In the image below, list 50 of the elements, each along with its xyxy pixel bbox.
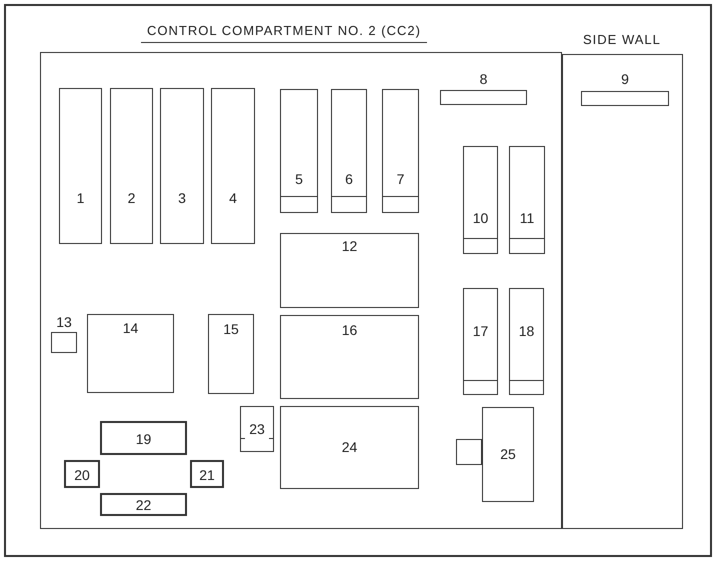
component-box: [160, 88, 204, 244]
component-box: [463, 288, 498, 395]
component-number: 6: [344, 171, 354, 187]
component-box: [64, 460, 100, 488]
component-box: [59, 88, 102, 244]
component-box: [280, 233, 419, 308]
component-box: [382, 89, 419, 213]
component-number: 11: [518, 210, 536, 226]
component-box: [190, 460, 224, 488]
component-box: [110, 88, 153, 244]
component-number: 1: [76, 190, 86, 206]
component-number: 12: [340, 238, 358, 254]
panel-heading: SIDE WALL: [583, 32, 661, 48]
component-box: [100, 493, 187, 516]
component-box: [100, 421, 187, 455]
component-number: 23: [248, 420, 266, 436]
component-number: 8: [478, 71, 488, 87]
component-number: 14: [122, 320, 140, 336]
component-box: [463, 146, 498, 254]
component-number: 21: [198, 466, 216, 482]
component-box: [240, 406, 274, 452]
component-number: 2: [126, 190, 136, 206]
component-box: [87, 314, 174, 393]
component-number: 25: [499, 446, 517, 462]
component-number: 4: [228, 190, 238, 206]
component-number: 7: [396, 171, 406, 187]
component-number: 13: [55, 314, 73, 330]
component-number: 18: [518, 323, 536, 339]
component-box: [280, 89, 318, 213]
panel-heading: CONTROL COMPARTMENT NO. 2 (CC2): [141, 23, 427, 43]
component-number: 20: [73, 466, 91, 482]
component-number: 5: [294, 171, 304, 187]
component-box: [280, 406, 419, 489]
component-number: 16: [340, 322, 358, 338]
component-number: 19: [134, 430, 152, 446]
component-number: 17: [472, 323, 490, 339]
component-box: [208, 314, 254, 394]
component-box: [211, 88, 255, 244]
component-number: 3: [177, 190, 187, 206]
component-number: 22: [134, 497, 152, 513]
component-number: 24: [340, 439, 358, 455]
component-number: 15: [222, 321, 240, 337]
component-box: [509, 146, 545, 254]
component-box: [509, 288, 544, 395]
component-number: 10: [472, 210, 490, 226]
component-box: [331, 89, 367, 213]
empty-box: [456, 439, 482, 465]
component-number: 9: [620, 71, 630, 87]
component-box: [280, 315, 419, 399]
component-box: [482, 407, 534, 502]
